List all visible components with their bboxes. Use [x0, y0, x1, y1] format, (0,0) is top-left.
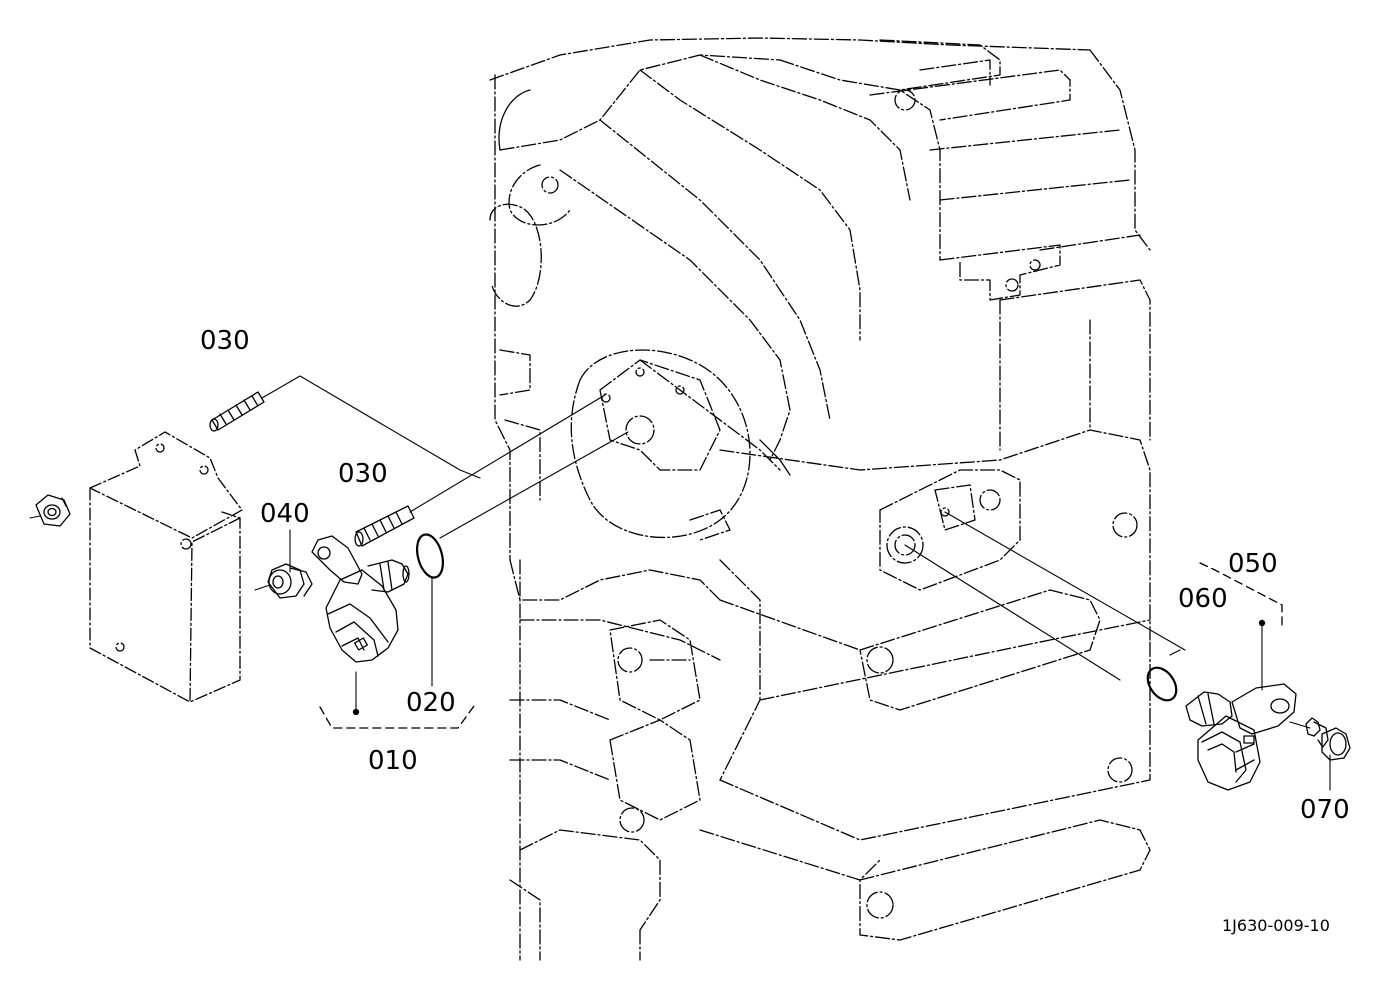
drawing-number: 1J630-009-10 [1222, 916, 1330, 935]
group-bracket-010 [319, 705, 475, 729]
engine-block [489, 37, 1151, 961]
flange-nut-040 [267, 563, 313, 599]
engine-solid-details [498, 89, 791, 476]
bolt-070 [1305, 717, 1351, 761]
speed-sensor-050 [1185, 683, 1297, 791]
callout-060: 060 [1178, 584, 1228, 614]
callout-070: 070 [1300, 795, 1350, 825]
callout-010: 010 [368, 746, 418, 776]
sensor-cover [89, 431, 243, 703]
o-ring-060 [1146, 666, 1178, 702]
speed-sensor-010 [311, 535, 410, 663]
callout-030-top: 030 [200, 326, 250, 356]
bracket-dot-010 [352, 708, 360, 716]
callout-030-mid: 030 [338, 459, 388, 489]
leader-lines [29, 375, 1331, 791]
callout-050: 050 [1228, 549, 1278, 579]
stud-bolt-030-top [209, 391, 265, 432]
callout-020: 020 [406, 688, 456, 718]
o-ring-020 [415, 533, 445, 579]
cover-nut [35, 494, 71, 527]
bracket-dot-050 [1258, 619, 1266, 627]
stud-bolt-030-mid [354, 505, 415, 547]
callout-040: 040 [260, 499, 310, 529]
group-bracket-050 [1199, 562, 1283, 626]
